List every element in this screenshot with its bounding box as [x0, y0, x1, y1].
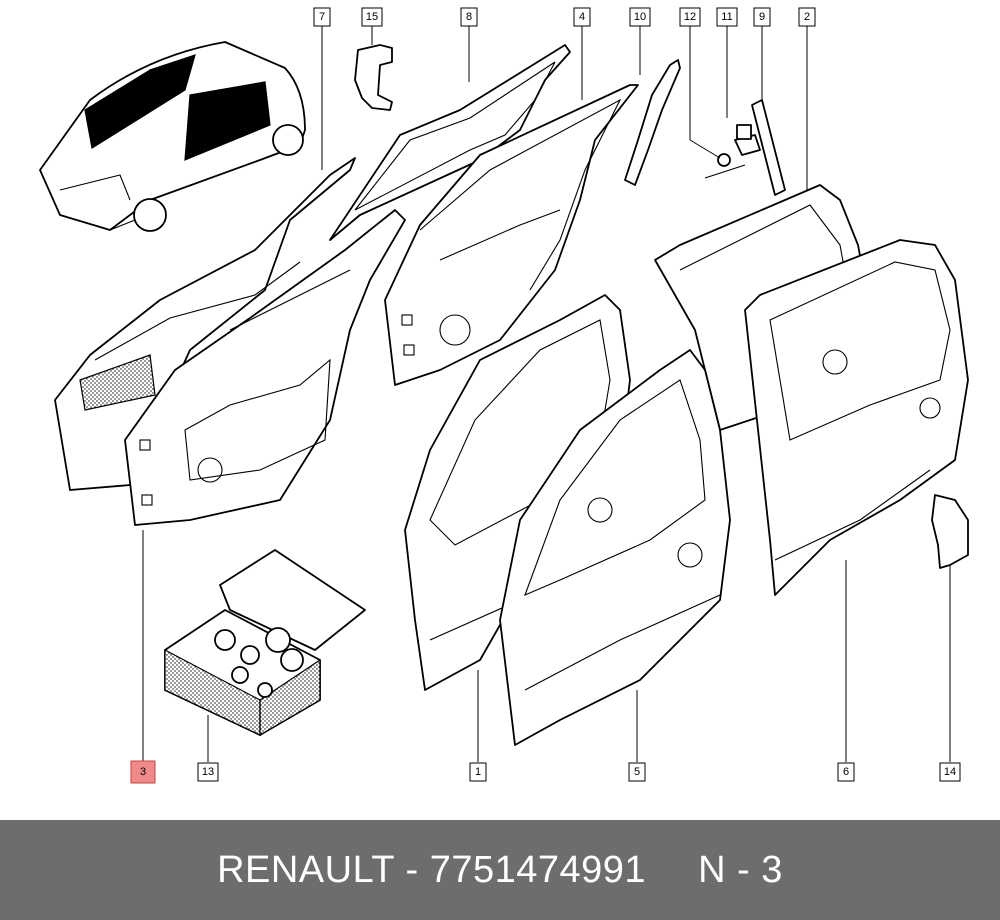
footer-part-number: 7751474991: [429, 848, 647, 891]
footer-bar: RENAULT - 7751474991 N - 3: [0, 820, 1000, 920]
callout-11[interactable]: 11: [716, 7, 738, 27]
svg-text:10: 10: [634, 11, 646, 23]
callout-9[interactable]: 9: [753, 7, 771, 27]
callout-8[interactable]: 8: [460, 7, 478, 27]
exploded-door-diagram: 7 15 8 4 10 12 11 9 2 3 13: [39, 7, 969, 784]
svg-text:1: 1: [475, 766, 481, 778]
callout-2[interactable]: 2: [798, 7, 816, 27]
callout-7[interactable]: 7: [313, 7, 331, 27]
door-inner-panel-4: [384, 84, 639, 386]
callout-15[interactable]: 15: [361, 7, 383, 27]
callout-3-highlighted[interactable]: 3: [130, 760, 156, 784]
footer-brand: RENAULT: [217, 848, 395, 891]
svg-text:5: 5: [634, 766, 640, 778]
rear-door-outer-6: [744, 239, 969, 596]
svg-text:15: 15: [366, 11, 378, 23]
callout-10[interactable]: 10: [629, 7, 651, 27]
trim-strip-10: [624, 59, 681, 186]
door-inner-panel-3: [124, 209, 406, 526]
svg-text:9: 9: [759, 11, 765, 23]
bracket-14: [931, 494, 969, 569]
svg-text:11: 11: [721, 11, 732, 23]
window-frame-8: [329, 44, 571, 241]
svg-text:7: 7: [319, 11, 325, 23]
clip-box-13: [164, 549, 366, 737]
svg-text:12: 12: [684, 11, 696, 23]
footer-separator: -: [394, 848, 430, 891]
footer-caption: RENAULT - 7751474991 N - 3: [217, 849, 783, 892]
callout-14[interactable]: 14: [939, 762, 961, 782]
svg-text:4: 4: [579, 11, 585, 23]
callout-1[interactable]: 1: [469, 762, 487, 782]
svg-text:6: 6: [843, 766, 849, 778]
svg-text:14: 14: [944, 766, 956, 778]
svg-text:13: 13: [202, 766, 214, 778]
callout-6[interactable]: 6: [837, 762, 855, 782]
leader-lines: [142, 26, 951, 762]
front-door-outer-5: [499, 349, 731, 746]
footer-page-ref: N - 3: [698, 848, 783, 891]
callout-5[interactable]: 5: [628, 762, 646, 782]
weatherstrip-9: [751, 99, 786, 196]
callout-13[interactable]: 13: [197, 762, 219, 782]
svg-text:8: 8: [466, 11, 472, 23]
door-seal-7: [54, 157, 356, 491]
fasteners-11-12: [704, 124, 761, 179]
car-thumbnail: [39, 41, 306, 232]
callout-4[interactable]: 4: [573, 7, 591, 27]
bracket-15: [354, 44, 393, 111]
svg-text:3: 3: [140, 766, 146, 778]
callout-12[interactable]: 12: [679, 7, 701, 27]
svg-text:2: 2: [804, 11, 810, 23]
